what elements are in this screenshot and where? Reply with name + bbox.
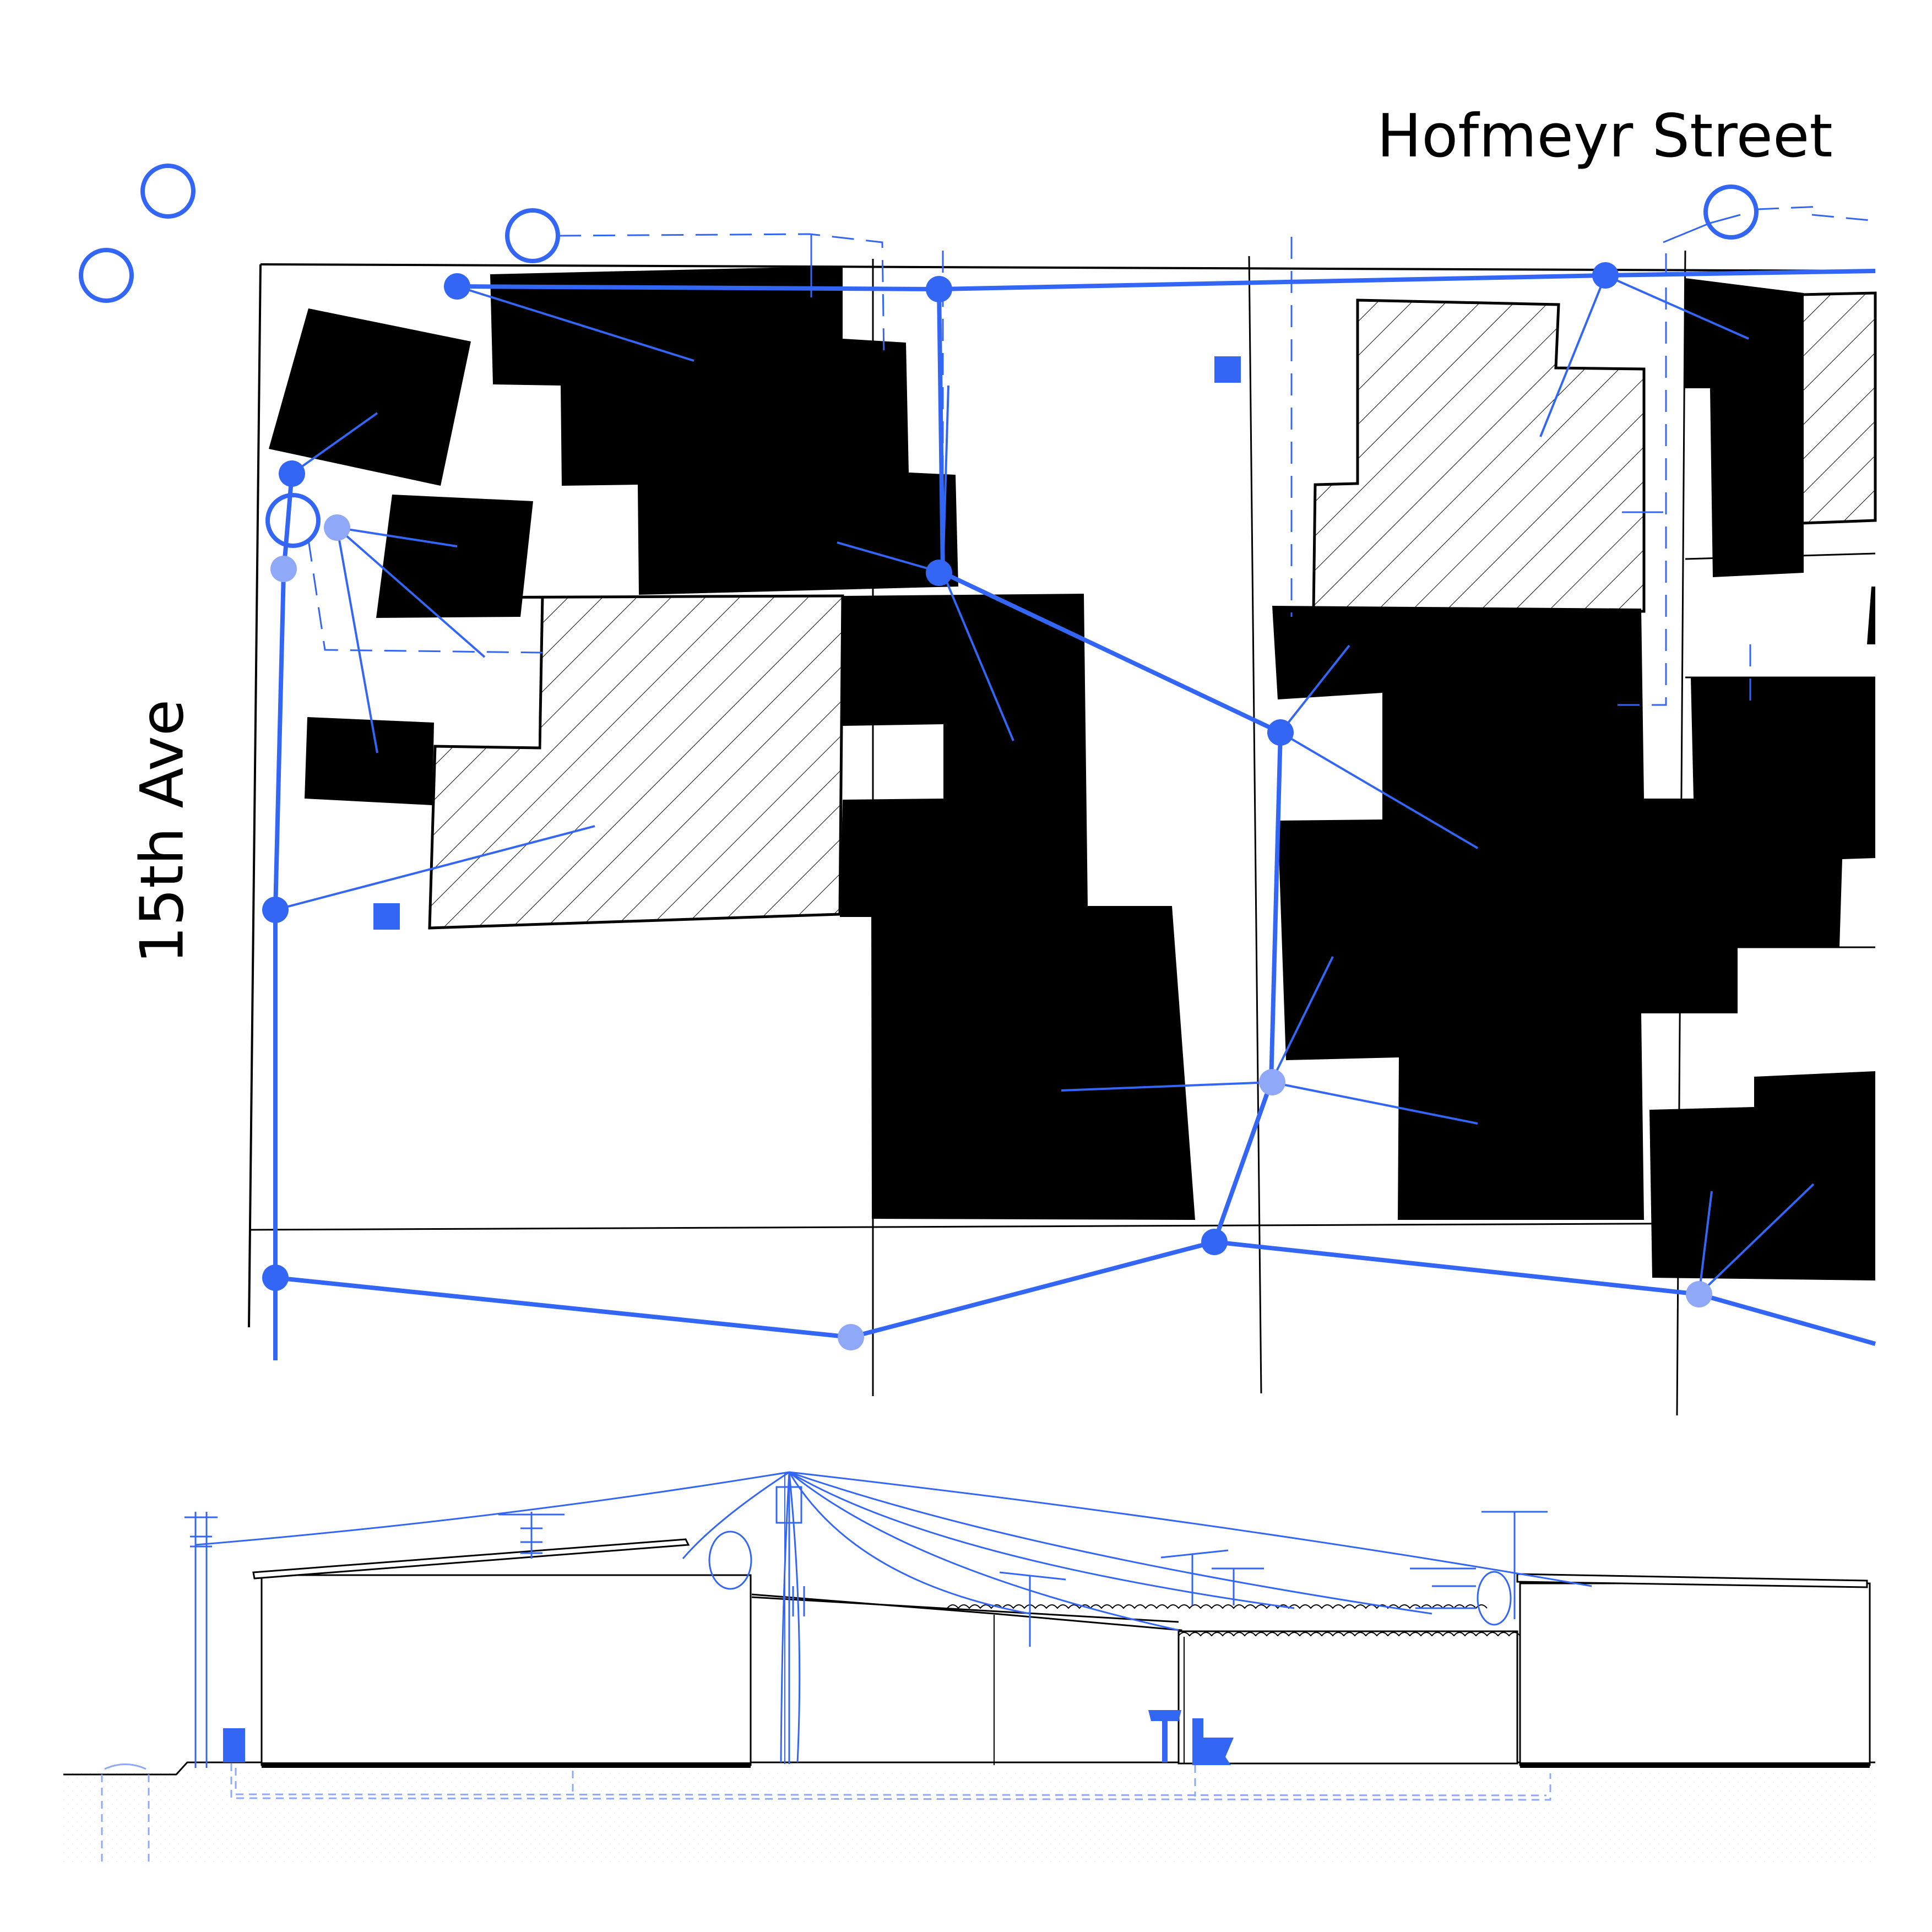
filled-node-icon[interactable] bbox=[1592, 262, 1619, 289]
filled-node-icon[interactable] bbox=[262, 897, 289, 923]
hatched-buildings bbox=[428, 291, 1877, 930]
building-shack-b bbox=[376, 495, 533, 618]
dashed-service-lines bbox=[307, 205, 1870, 706]
house-left bbox=[261, 1574, 752, 1766]
plumbing-fixtures[interactable] bbox=[223, 1710, 1234, 1765]
open-circle-icon bbox=[1703, 184, 1759, 240]
network-nodes bbox=[262, 262, 1619, 1291]
hatched-building-center bbox=[1312, 299, 1646, 613]
shed-corrugated bbox=[1177, 1630, 1518, 1765]
building-right-top bbox=[1684, 278, 1804, 577]
solid-buildings bbox=[269, 266, 1875, 1280]
open-circle-icon bbox=[140, 164, 196, 219]
street-label-15th-ave: 15th Ave bbox=[128, 699, 197, 964]
light-node-icon[interactable] bbox=[1686, 1281, 1712, 1307]
open-circle-icon bbox=[79, 248, 134, 303]
ground-strip bbox=[63, 1770, 1875, 1863]
light-nodes bbox=[270, 514, 1712, 1350]
underground-services bbox=[101, 1763, 1551, 1862]
open-circles bbox=[79, 164, 1759, 548]
building-shack-c bbox=[305, 717, 434, 805]
building-main-top bbox=[490, 266, 958, 595]
meter-box-icon bbox=[223, 1728, 245, 1762]
ground-line bbox=[63, 1761, 1875, 1776]
house-right bbox=[1519, 1582, 1871, 1766]
power-lines bbox=[184, 1471, 1592, 1768]
open-circle-icon bbox=[505, 208, 560, 263]
filled-node-icon[interactable] bbox=[1201, 1229, 1228, 1255]
sink-icon bbox=[1148, 1710, 1181, 1721]
square-marker-icon bbox=[1214, 356, 1241, 383]
light-node-icon[interactable] bbox=[324, 514, 350, 541]
light-node-icon[interactable] bbox=[1259, 1069, 1285, 1095]
hatched-building-right bbox=[1799, 291, 1877, 525]
building-right-lower bbox=[1649, 1071, 1875, 1280]
filled-node-icon[interactable] bbox=[444, 273, 470, 300]
building-shack-a bbox=[269, 308, 471, 486]
building-main-lower bbox=[840, 594, 1195, 1220]
filled-node-icon[interactable] bbox=[926, 276, 952, 302]
open-circle-icon bbox=[265, 493, 321, 548]
light-node-icon[interactable] bbox=[270, 556, 297, 582]
filled-node-icon[interactable] bbox=[1267, 719, 1294, 746]
street-label-hofmeyr: Hofmeyr Street bbox=[1377, 102, 1833, 171]
section-elevation bbox=[63, 1471, 1875, 1863]
light-node-icon[interactable] bbox=[838, 1324, 864, 1350]
square-marker-icon bbox=[373, 903, 400, 930]
toilet-icon bbox=[1192, 1718, 1234, 1765]
filled-node-icon[interactable] bbox=[926, 560, 952, 586]
building-center-block bbox=[1272, 606, 1875, 1220]
filled-node-icon[interactable] bbox=[279, 460, 305, 487]
network-drop-lines bbox=[275, 274, 1815, 1295]
square-markers bbox=[373, 356, 1241, 930]
filled-node-icon[interactable] bbox=[262, 1265, 289, 1291]
